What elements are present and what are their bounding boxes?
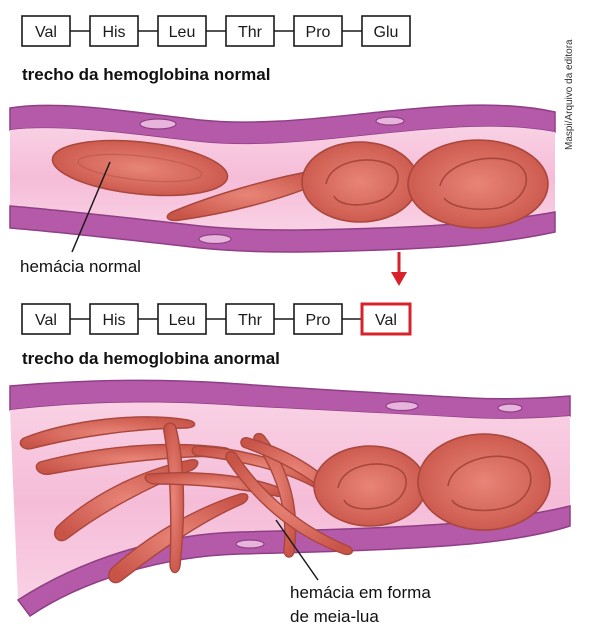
amino-acid-label: Val (35, 24, 57, 41)
amino-acid-label: Thr (238, 24, 263, 41)
amino-acid-label: Val (375, 312, 397, 329)
amino-acid-label: Leu (169, 312, 196, 329)
amino-acid-label: Pro (306, 312, 331, 329)
amino-acid-label: His (102, 312, 125, 329)
amino-acid-label: Pro (306, 24, 331, 41)
mutation-arrow (391, 252, 407, 286)
red-blood-cell-normal (408, 140, 548, 228)
sickle-cell-label-line2: de meia-lua (290, 607, 379, 626)
amino-acid-label: His (102, 24, 125, 41)
amino-acid-label: Leu (169, 24, 196, 41)
normal-hemoglobin-caption: trecho da hemoglobina normal (22, 65, 270, 84)
amino-acid-label: Glu (374, 24, 399, 41)
image-credit: Maspi/Arquivo da editora (564, 39, 575, 150)
sickle-cell-label-line1: hemácia em forma (290, 583, 431, 602)
normal-hemoglobin-chain: Val His Leu Thr Pro Glu (22, 16, 410, 46)
red-blood-cell-normal (418, 434, 550, 530)
abnormal-hemoglobin-chain: Val His Leu Thr Pro Val (22, 304, 410, 334)
amino-acid-label: Val (35, 312, 57, 329)
red-blood-cell-normal (314, 446, 426, 526)
red-blood-cell-normal (302, 142, 418, 222)
normal-cell-label: hemácia normal (20, 257, 141, 276)
amino-acid-label: Thr (238, 312, 263, 329)
abnormal-hemoglobin-caption: trecho da hemoglobina anormal (22, 349, 280, 368)
